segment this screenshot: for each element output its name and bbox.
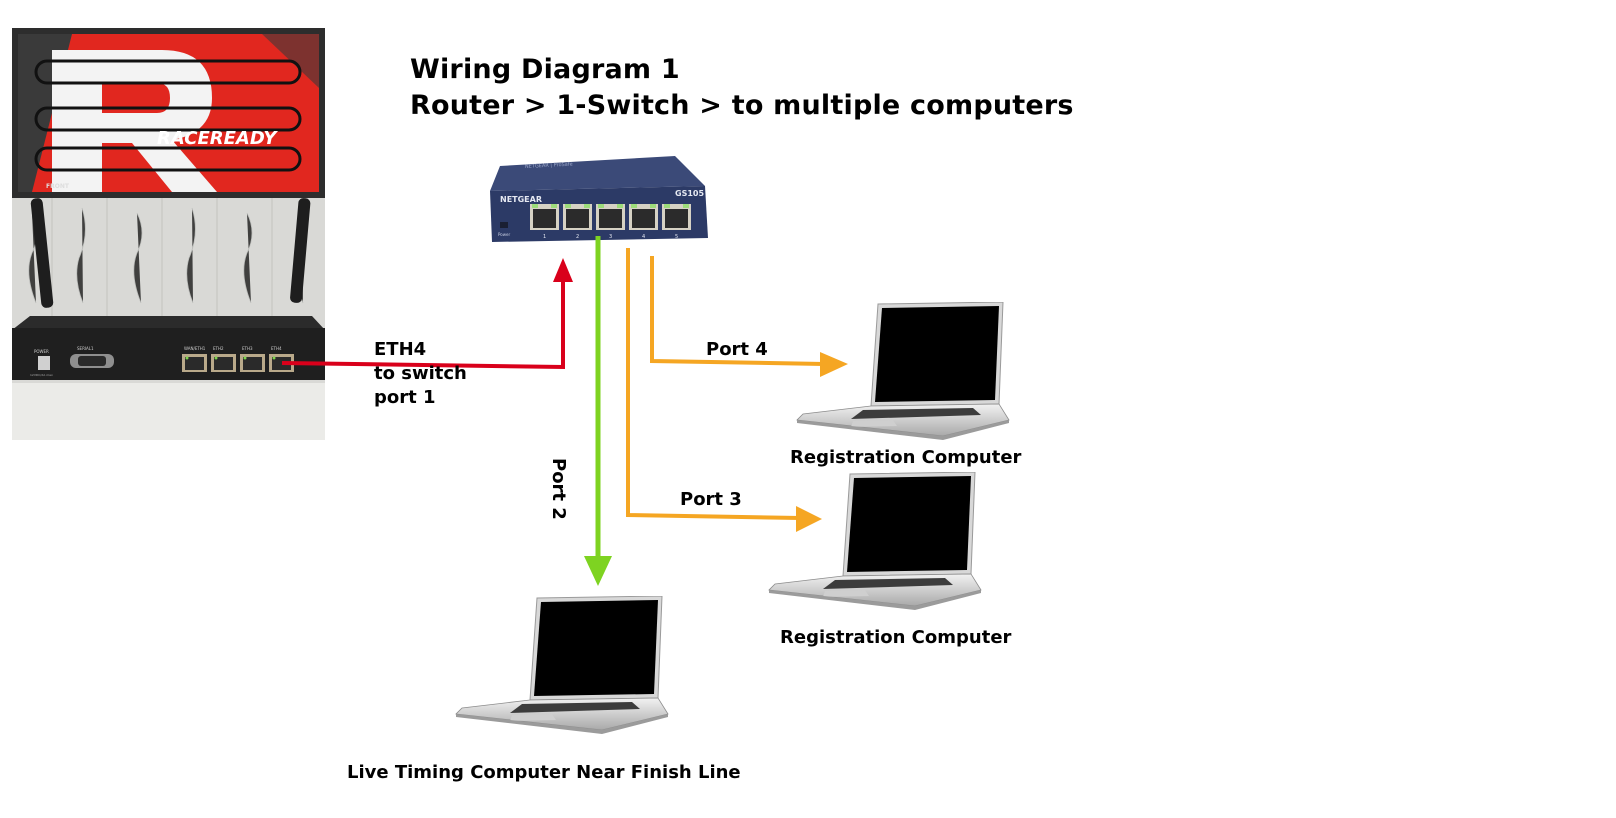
port2-label: Port 2 [548, 458, 569, 520]
switch-port-4[interactable]: 4 [629, 204, 658, 240]
wire-eth4-to-port1 [281, 276, 565, 370]
router-port-label: ETH3 [242, 346, 253, 351]
laptop-icon [768, 471, 982, 610]
router-illustration: RACEREADY FRONT POWER 12VDC/2A max SERIA… [12, 28, 325, 440]
laptop-keyboard [851, 408, 981, 419]
title-line-1: Wiring Diagram 1 [410, 54, 680, 85]
arrowhead-up-icon [553, 258, 573, 282]
power-led [500, 222, 508, 228]
front-label: FRONT [46, 183, 70, 190]
port-led [565, 204, 571, 208]
network-switch: NETGEAR | ProSafe NETGEAR GS105 Power 1 2… [490, 156, 715, 256]
laptop-keyboard [823, 578, 953, 589]
switch-brand: NETGEAR [500, 195, 542, 204]
router-port-eth3[interactable]: ETH3 [240, 346, 265, 372]
port-led [631, 204, 637, 208]
eth4-label: ETH4 to switch port 1 [374, 338, 467, 410]
laptop-base [455, 697, 669, 731]
serial-label: SERIAL1 [77, 346, 94, 351]
caption-live-timing: Live Timing Computer Near Finish Line [347, 762, 741, 783]
diagram-title: Wiring Diagram 1 Router > 1-Switch > to … [410, 52, 1074, 124]
port4-label: Port 4 [706, 339, 768, 360]
laptop-registration-bottom [765, 471, 985, 612]
switch-port-3[interactable]: 3 [596, 204, 625, 240]
power-label: POWER [34, 349, 49, 354]
link-led [214, 356, 218, 360]
arrowhead-right-icon [820, 352, 848, 377]
router-port-label: ETH4 [271, 346, 282, 351]
caption-registration-top: Registration Computer [790, 447, 1022, 468]
eth4-label-line-3: port 1 [374, 387, 436, 408]
router-port-eth2[interactable]: ETH2 [211, 346, 236, 372]
r-logo-icon [52, 50, 217, 192]
switch-port-number: 5 [675, 234, 678, 240]
link-led [185, 356, 189, 360]
switch-port-1[interactable]: 1 [530, 204, 559, 240]
link-led [243, 356, 247, 360]
wire-port4 [650, 256, 825, 366]
router-port-label: ETH2 [213, 346, 224, 351]
wire-port3 [626, 248, 801, 520]
laptop-screen [875, 306, 999, 402]
power-connector [38, 356, 50, 370]
link-led [272, 356, 276, 360]
switch-port-number: 3 [609, 234, 612, 240]
switch-port-2[interactable]: 2 [563, 204, 592, 240]
laptop-keyboard [510, 702, 640, 713]
switch-power-label: Power [498, 232, 510, 237]
caption-registration-bottom: Registration Computer [780, 627, 1012, 648]
title-line-2: Router > 1-Switch > to multiple computer… [410, 90, 1074, 121]
switch-port-number: 4 [642, 234, 645, 240]
eth4-label-line-1: ETH4 [374, 339, 427, 360]
port-led [664, 204, 670, 208]
switch-port-number: 1 [543, 234, 546, 240]
brand-text: RACEREADY [157, 128, 278, 149]
arrowhead-down-icon [584, 556, 612, 586]
router-port-label: WAN/ETH1 [184, 346, 206, 351]
eth4-label-line-2: to switch [374, 363, 467, 384]
laptop-icon [796, 301, 1010, 440]
port3-label: Port 3 [680, 489, 742, 510]
antenna-left [30, 198, 54, 308]
laptop-base [768, 573, 982, 607]
laptop-icon [455, 595, 669, 734]
switch-port-5[interactable]: 5 [662, 204, 691, 240]
port-led [532, 204, 538, 208]
voltage-label: 12VDC/2A max [30, 373, 53, 377]
arrowhead-right-icon [796, 506, 822, 532]
port-led [598, 204, 604, 208]
laptop-base [796, 403, 1010, 437]
router-port-wan-eth1[interactable]: WAN/ETH1 [182, 346, 207, 372]
switch-port-number: 2 [576, 234, 579, 240]
laptop-registration-top [793, 301, 1013, 442]
svg-text:NETGEAR | ProSafe: NETGEAR | ProSafe [525, 162, 573, 170]
laptop-screen [847, 476, 971, 572]
switch-illustration: NETGEAR | ProSafe NETGEAR GS105 Power 1 2… [490, 156, 708, 242]
switch-model: GS105 [675, 189, 704, 198]
router-photo: RACEREADY FRONT POWER 12VDC/2A max SERIA… [12, 28, 325, 440]
laptop-live-timing [452, 595, 672, 736]
antenna-right [290, 198, 311, 303]
laptop-screen [534, 600, 658, 696]
router-port-eth4[interactable]: ETH4 [269, 346, 294, 372]
